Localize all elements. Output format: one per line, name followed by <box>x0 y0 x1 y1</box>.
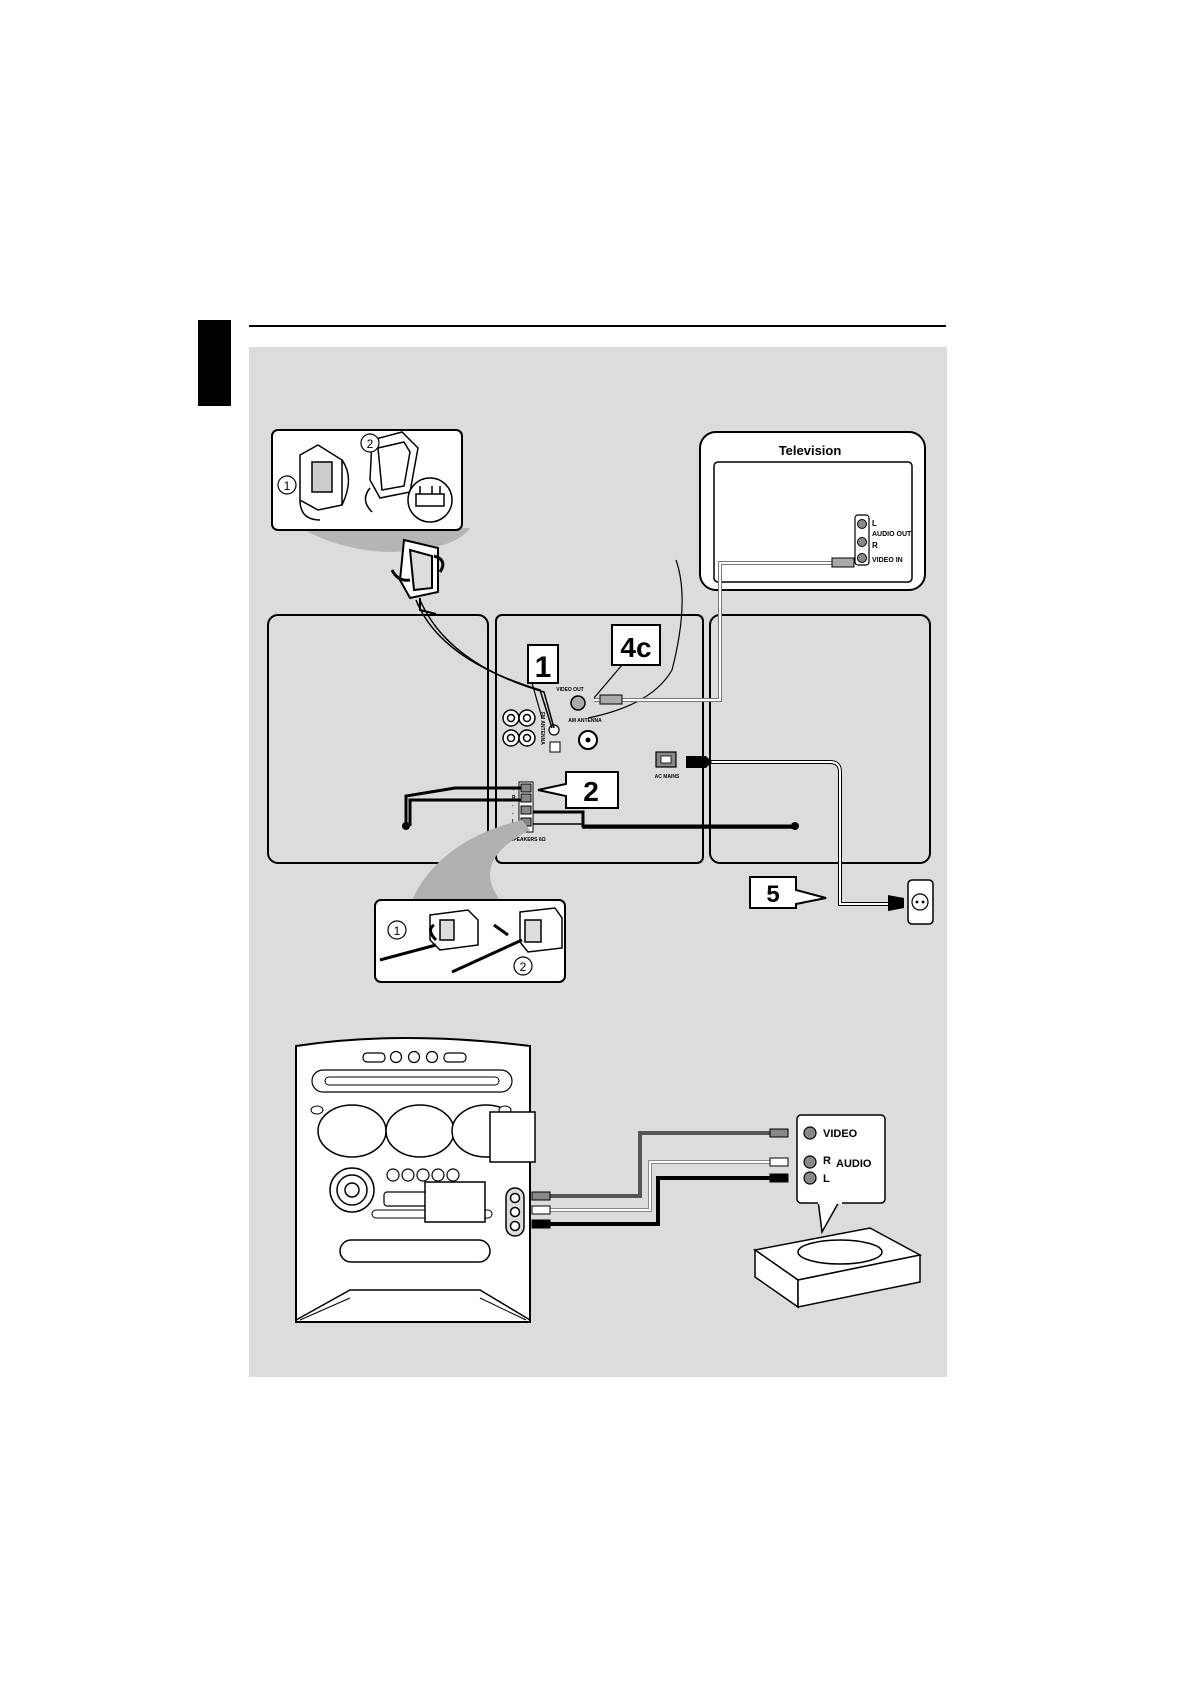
tv-jack-l: L <box>872 519 877 528</box>
am-loop-antenna <box>390 538 445 615</box>
device-audio-label: AUDIO <box>836 1158 872 1170</box>
terminal-minus-r: - <box>512 803 514 809</box>
tv-jack-panel <box>854 514 870 566</box>
ac-mains-socket <box>655 751 677 768</box>
language-tab <box>198 320 231 406</box>
substep-circle-1 <box>277 475 297 495</box>
front-av-cables <box>550 1131 770 1226</box>
video-out-label: VIDEO OUT <box>556 687 584 693</box>
main-unit-front-view <box>295 1037 531 1323</box>
external-device <box>753 1227 923 1309</box>
antenna-substep-2-label: 2 <box>367 437 374 451</box>
speaker-substep-circle-1 <box>387 920 407 940</box>
substep-circle-2 <box>360 433 380 453</box>
callout-joint <box>818 1198 842 1204</box>
front-av-detail <box>424 1111 536 1237</box>
front-av-plugs <box>531 1128 789 1229</box>
device-r-label: R <box>823 1155 831 1167</box>
speaker-clip-illustration <box>379 907 563 974</box>
step-4c-pointer <box>593 664 623 699</box>
right-speaker <box>709 614 931 864</box>
step-4c-box <box>611 624 661 666</box>
wires <box>404 559 893 906</box>
tv-jack-r: R <box>872 541 878 550</box>
left-speaker <box>267 614 489 864</box>
video-out-jack <box>570 695 586 711</box>
terminal-minus-l: - <box>512 811 514 817</box>
terminal-r: R <box>512 795 516 801</box>
speaker-inset-pointer <box>412 820 530 900</box>
ac-mains-plug <box>686 756 712 768</box>
fm-antenna-label: FM ANTENNA <box>539 712 545 745</box>
step-1-pointer <box>531 682 543 719</box>
speakers-label: SPEAKERS 6Ω <box>510 837 546 843</box>
device-jacks <box>803 1126 817 1185</box>
step-1-label: 1 <box>535 651 552 684</box>
tv-audio-out: AUDIO OUT <box>872 531 912 538</box>
am-antenna-label: AM ANTENNA <box>568 718 602 724</box>
right-speaker-terminal-dot <box>791 822 799 830</box>
step-5-callout <box>749 876 827 909</box>
antenna-substep-1-label: 1 <box>284 479 291 493</box>
tv-video-in: VIDEO IN <box>872 557 903 564</box>
television-title: Television <box>779 443 842 458</box>
rear-rca-jacks <box>502 709 536 747</box>
step-4c-label: 4c <box>620 632 651 663</box>
speaker-substep-1-label: 1 <box>394 924 401 938</box>
wall-outlet <box>888 879 934 925</box>
ac-mains-label: AC MAINS <box>655 774 680 780</box>
terminal-l: L <box>512 819 515 825</box>
device-l-label: L <box>823 1173 830 1185</box>
step-5-label: 5 <box>766 881 779 908</box>
am-antenna-terminal <box>578 730 598 750</box>
antenna-assembly-illustration <box>299 431 453 523</box>
speaker-substep-circle-2 <box>513 956 533 976</box>
step-1-box <box>527 644 559 684</box>
step-2-label: 2 <box>583 776 599 807</box>
device-video-label: VIDEO <box>823 1128 858 1140</box>
fm-antenna-jack <box>548 724 561 753</box>
video-cable-plug <box>599 557 855 705</box>
speaker-substep-2-label: 2 <box>520 960 527 974</box>
step-2-callout <box>537 771 619 809</box>
left-speaker-terminal-dot <box>402 822 410 830</box>
terminal-plus-r: + <box>512 787 515 793</box>
